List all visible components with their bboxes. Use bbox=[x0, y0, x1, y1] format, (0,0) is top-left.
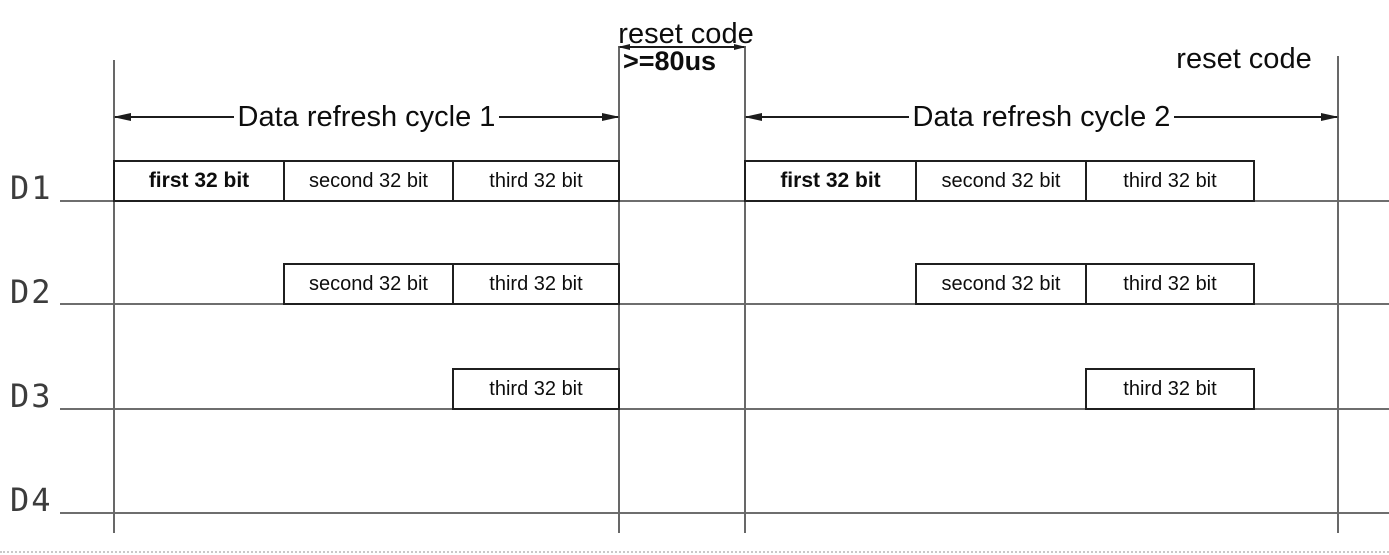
data-box-d2-cycle2-second: second 32 bit bbox=[915, 263, 1087, 305]
page-edge-line bbox=[0, 551, 1389, 553]
channel-label-d4: D4 bbox=[10, 481, 53, 519]
dimension-line bbox=[620, 46, 744, 48]
data-box-d1-cycle2-third: third 32 bit bbox=[1085, 160, 1255, 202]
channel-label-d3: D3 bbox=[10, 377, 53, 415]
reset2-line bbox=[1337, 56, 1339, 533]
data-box-d1-cycle1-third: third 32 bit bbox=[452, 160, 620, 202]
data-box-d2-cycle1-second: second 32 bit bbox=[283, 263, 454, 305]
channel-label-d2: D2 bbox=[10, 273, 53, 311]
data-box-d1-cycle1-second: second 32 bit bbox=[283, 160, 454, 202]
reset-duration-label: >=80us bbox=[623, 46, 717, 76]
cycle1-dimension: Data refresh cycle 1 bbox=[113, 99, 620, 135]
baseline-d4 bbox=[60, 512, 1389, 514]
data-box-d3-cycle1-third: third 32 bit bbox=[452, 368, 620, 410]
data-box-d2-cycle1-third: third 32 bit bbox=[452, 263, 620, 305]
reset1-right-line bbox=[744, 46, 746, 533]
reset-width-dimension bbox=[618, 40, 746, 54]
arrowhead-left-icon bbox=[744, 113, 762, 121]
data-box-d3-cycle2-third: third 32 bit bbox=[1085, 368, 1255, 410]
arrowhead-left-icon bbox=[618, 44, 630, 50]
data-box-d1-cycle2-first: first 32 bit bbox=[744, 160, 917, 202]
arrowhead-right-icon bbox=[602, 113, 620, 121]
arrowhead-right-icon bbox=[734, 44, 746, 50]
arrowhead-right-icon bbox=[1321, 113, 1339, 121]
baseline-d2 bbox=[60, 303, 1389, 305]
channel-label-d1: D1 bbox=[10, 169, 53, 207]
data-box-d1-cycle2-second: second 32 bit bbox=[915, 160, 1087, 202]
cycle1-start-line bbox=[113, 60, 115, 533]
reset-code-top-label: reset code bbox=[618, 18, 754, 50]
baseline-d1 bbox=[60, 200, 1389, 202]
cycle2-label: Data refresh cycle 2 bbox=[908, 100, 1175, 134]
baseline-d3 bbox=[60, 408, 1389, 410]
reset-code-right-label: reset code bbox=[1176, 43, 1312, 75]
data-box-d2-cycle2-third: third 32 bit bbox=[1085, 263, 1255, 305]
data-box-d1-cycle1-first: first 32 bit bbox=[113, 160, 285, 202]
arrowhead-left-icon bbox=[113, 113, 131, 121]
cycle2-dimension: Data refresh cycle 2 bbox=[744, 99, 1339, 135]
cycle1-label: Data refresh cycle 1 bbox=[233, 100, 500, 134]
